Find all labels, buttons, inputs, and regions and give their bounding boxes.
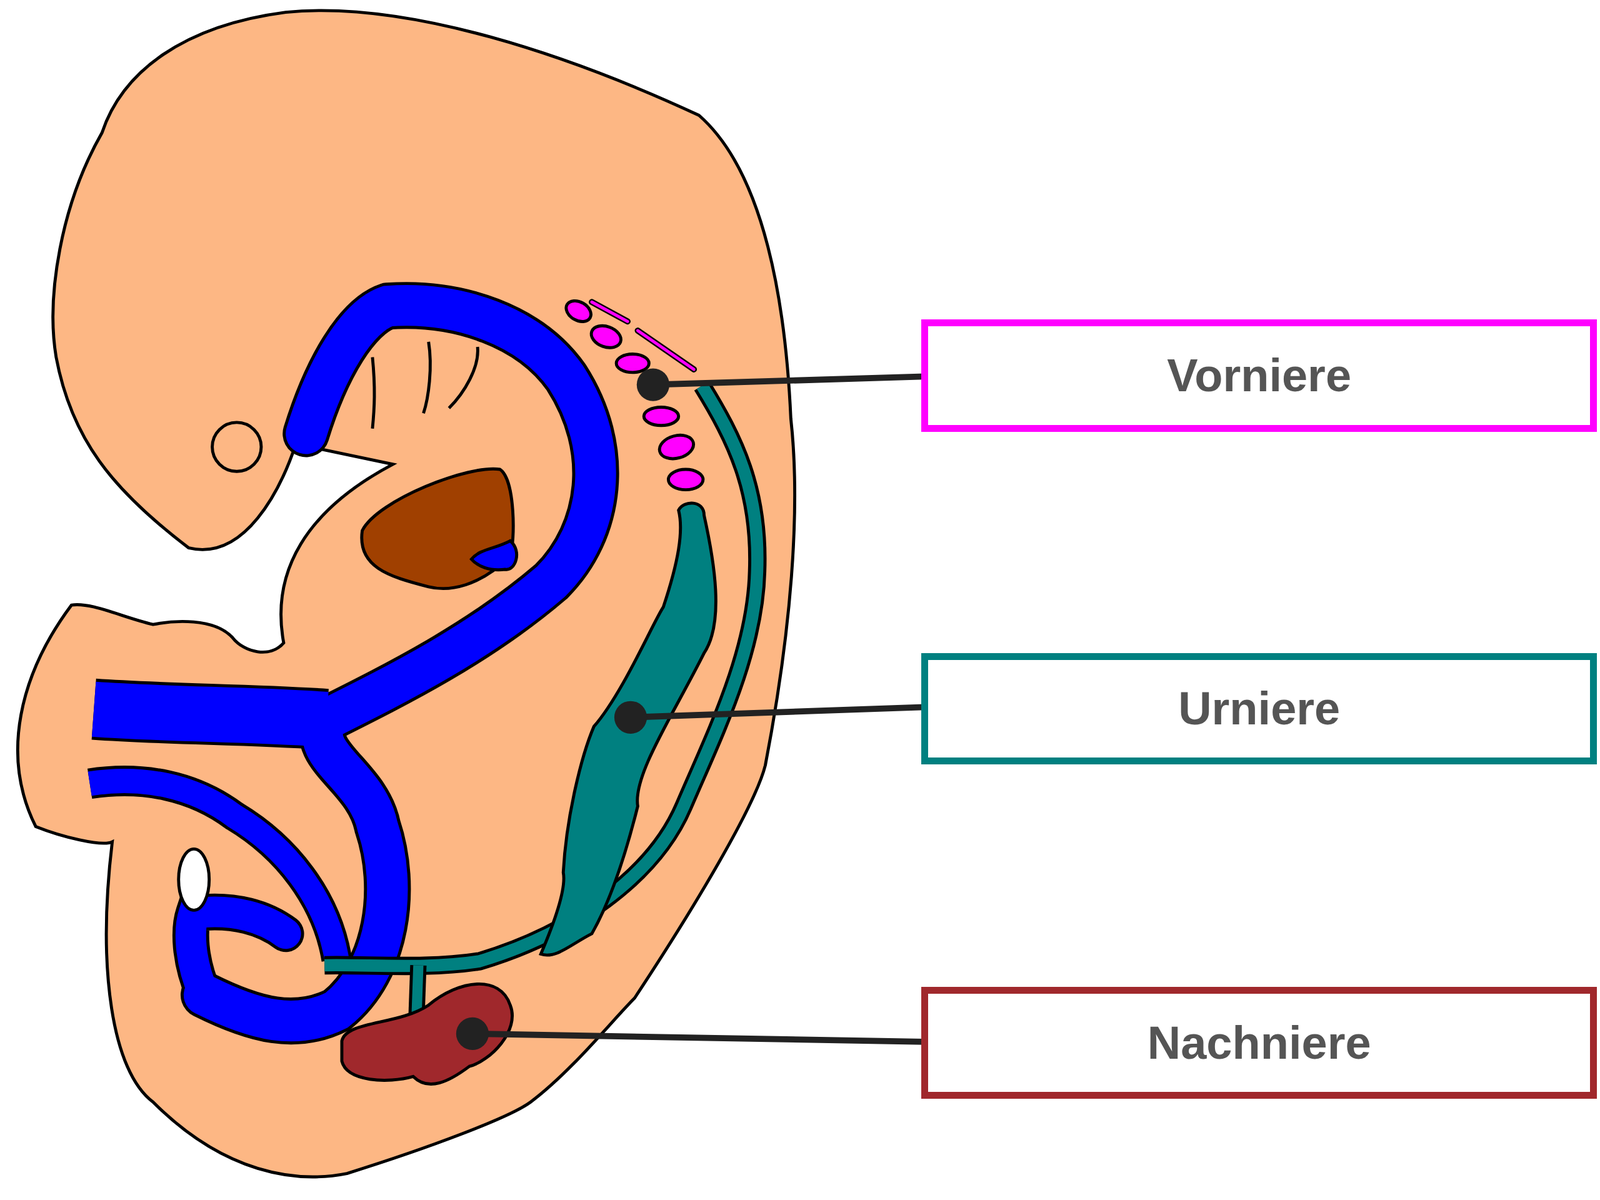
pronephros-duct xyxy=(637,330,694,370)
allantois xyxy=(178,848,210,910)
vessel-outline xyxy=(190,911,286,995)
stage-label-box: Urniere xyxy=(921,653,1597,765)
stage-label: Urniere xyxy=(1178,681,1340,735)
blood-vessel xyxy=(93,709,327,720)
blood-vessel xyxy=(190,911,286,995)
embryo-body xyxy=(17,10,795,1177)
pronephros-duct xyxy=(591,301,628,322)
metanephros xyxy=(341,983,513,1084)
heart-vessel xyxy=(471,540,517,570)
leader-dot xyxy=(614,701,647,734)
eye-bud xyxy=(212,422,262,472)
stage-label-box: Nachniere xyxy=(921,986,1597,1100)
leader-line xyxy=(472,1033,925,1042)
pronephros-duct xyxy=(591,301,628,322)
pharyngeal-arch xyxy=(448,346,478,409)
stage-label: Nachniere xyxy=(1147,1016,1372,1070)
blood-vessel xyxy=(306,305,596,720)
pronephros-tubule xyxy=(616,354,649,373)
leader-line xyxy=(653,376,925,385)
pronephros-duct xyxy=(637,330,694,370)
stage-label: Vorniere xyxy=(1166,348,1352,402)
pronephros-tubule xyxy=(588,321,624,352)
leader-dot xyxy=(456,1017,489,1050)
mesonephric-duct xyxy=(324,385,758,966)
stage-label-box: Vorniere xyxy=(921,319,1597,432)
pronephros-tubule xyxy=(656,431,697,463)
vessel-outline xyxy=(306,305,596,720)
vessel-outline xyxy=(93,709,327,720)
pronephros-tubule xyxy=(643,406,679,425)
duct-outline xyxy=(324,385,758,966)
mesonephros xyxy=(540,503,716,955)
pharyngeal-arch xyxy=(372,356,375,429)
pharyngeal-arch xyxy=(423,341,431,414)
pronephros-tubule xyxy=(668,469,704,490)
leader-line xyxy=(630,706,925,717)
leader-dot xyxy=(636,368,670,401)
